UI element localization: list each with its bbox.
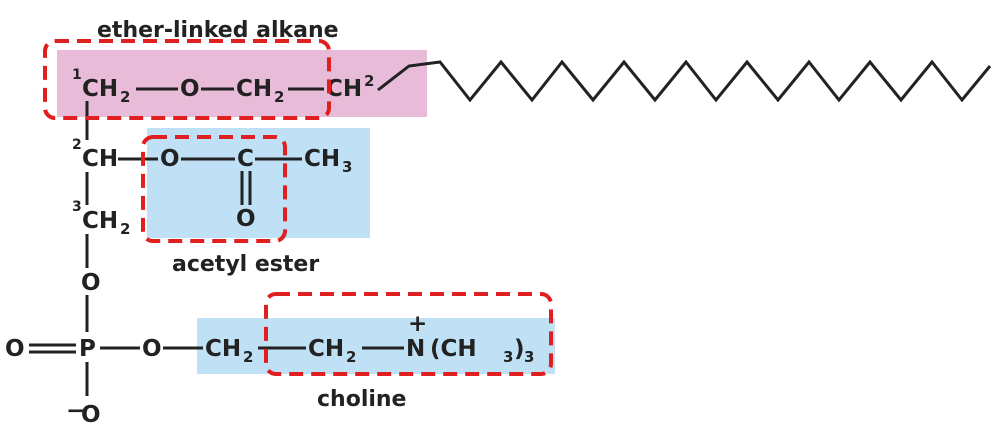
methyl-sub: 3: [342, 158, 352, 176]
ch2-c-sub: 2: [243, 348, 253, 366]
c1-sub: 2: [120, 88, 130, 106]
ch2-d-sub: 2: [346, 348, 356, 366]
ester-oxygen: O: [160, 146, 180, 172]
acetyl-ester-label: acetyl ester: [172, 252, 319, 277]
oxygen-charge: −: [66, 398, 85, 424]
trimethyl-close: ): [514, 336, 525, 362]
ch2-b-atom: CH: [326, 76, 362, 102]
ether-oxygen: O: [180, 76, 200, 102]
ch2-c-atom: CH: [205, 336, 241, 362]
anionic-oxygen: O: [81, 402, 101, 427]
ether-linked-alkane-label: ether-linked alkane: [97, 18, 339, 43]
carbonyl-oxygen: O: [236, 206, 256, 232]
c2-atom: CH: [82, 146, 118, 172]
c2-number: 2: [72, 137, 82, 153]
phosphoester-oxygen: O: [142, 336, 162, 362]
carbonyl-carbon: C: [237, 146, 254, 172]
phosphate-link-oxygen: O: [81, 270, 101, 296]
choline-highlight: [197, 318, 555, 374]
nitrogen-atom: N: [406, 336, 425, 362]
ch2-a-atom: CH: [236, 76, 272, 102]
ether-dashed-box: [43, 39, 331, 120]
nitrogen-charge: +: [408, 311, 427, 337]
methyl-atom: CH: [304, 146, 340, 172]
c3-sub: 2: [120, 220, 130, 238]
c3-atom: CH: [82, 208, 118, 234]
ether-highlight: [57, 50, 427, 117]
c1-atom: CH: [82, 76, 118, 102]
choline-dashed-box: [264, 292, 553, 376]
acetyl-highlight: [147, 128, 370, 238]
trimethyl-group: (CH: [430, 336, 477, 362]
c1-number: 1: [72, 67, 82, 83]
ester-dashed-box: [141, 135, 287, 243]
trimethyl-sub: 3: [503, 348, 513, 366]
trimethyl-count: 3: [524, 348, 534, 366]
phosphorus-atom: P: [79, 336, 96, 362]
c3-number: 3: [72, 199, 82, 215]
alkyl-chain: [377, 59, 992, 103]
choline-label: choline: [317, 387, 406, 412]
ch2-a-sub: 2: [274, 88, 284, 106]
phosphoryl-oxygen: O: [5, 336, 25, 362]
ch2-b-sub: 2: [364, 72, 374, 90]
ch2-d-atom: CH: [308, 336, 344, 362]
